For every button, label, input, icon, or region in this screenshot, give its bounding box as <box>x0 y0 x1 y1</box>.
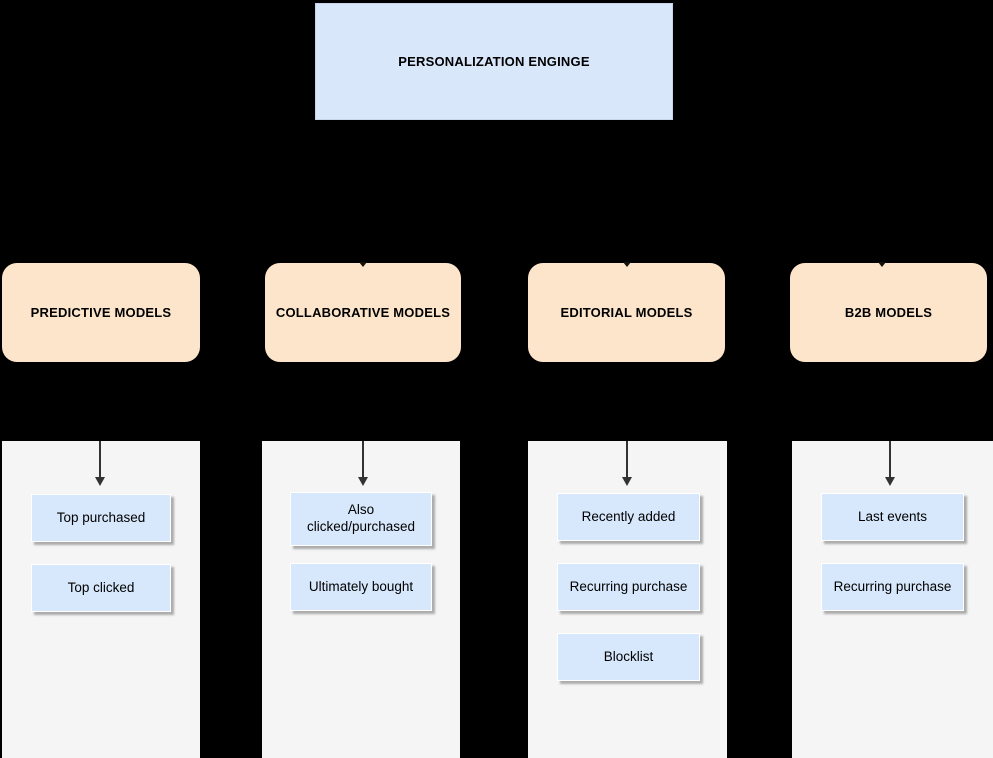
arrow-down-icon <box>95 477 105 486</box>
arrow-down-icon <box>622 477 632 486</box>
leaf-node-recurring-purchase-b2b: Recurring purchase <box>821 563 964 611</box>
leaf-label: Top purchased <box>56 509 146 525</box>
root-node-personalization-engine: PERSONALIZATION ENGINGE <box>315 3 673 120</box>
category-label: COLLABORATIVE MODELS <box>275 305 451 320</box>
category-label: PREDICTIVE MODELS <box>30 305 172 320</box>
leaf-node-recently-added: Recently added <box>557 493 700 541</box>
arrow-tip-notch <box>623 262 631 267</box>
leaf-node-blocklist: Blocklist <box>557 633 700 681</box>
leaf-node-top-clicked: Top clicked <box>31 564 171 612</box>
root-node-label: PERSONALIZATION ENGINGE <box>398 54 590 69</box>
connector-line <box>889 441 891 478</box>
leaf-node-ultimately-bought: Ultimately bought <box>290 563 432 611</box>
category-label: EDITORIAL MODELS <box>560 305 693 320</box>
leaf-label: Blocklist <box>603 648 654 664</box>
leaf-label: Ultimately bought <box>308 578 414 594</box>
category-node-b2b-models: B2B MODELS <box>790 263 987 362</box>
leaf-node-recurring-purchase: Recurring purchase <box>557 563 700 611</box>
leaf-label: Recurring purchase <box>833 578 952 594</box>
connector-line <box>362 441 364 478</box>
leaf-node-also-clicked-purchased: Also clicked/purchased <box>290 492 432 546</box>
leaf-label: Recurring purchase <box>569 578 688 594</box>
category-node-collaborative-models: COLLABORATIVE MODELS <box>265 263 461 362</box>
leaf-node-last-events: Last events <box>821 493 964 541</box>
arrow-down-icon <box>885 477 895 486</box>
connector-line <box>99 441 101 478</box>
category-node-predictive-models: PREDICTIVE MODELS <box>2 263 200 362</box>
category-node-editorial-models: EDITORIAL MODELS <box>528 263 725 362</box>
arrow-down-icon <box>358 477 368 486</box>
leaf-label: Top clicked <box>67 579 135 595</box>
leaf-node-top-purchased: Top purchased <box>31 494 171 542</box>
leaf-label: Also clicked/purchased <box>306 502 416 534</box>
arrow-tip-notch <box>878 262 886 267</box>
leaf-label: Recently added <box>581 508 676 524</box>
connector-line <box>626 441 628 478</box>
category-label: B2B MODELS <box>844 305 933 320</box>
leaf-label: Last events <box>857 508 928 524</box>
arrow-tip-notch <box>359 262 367 267</box>
